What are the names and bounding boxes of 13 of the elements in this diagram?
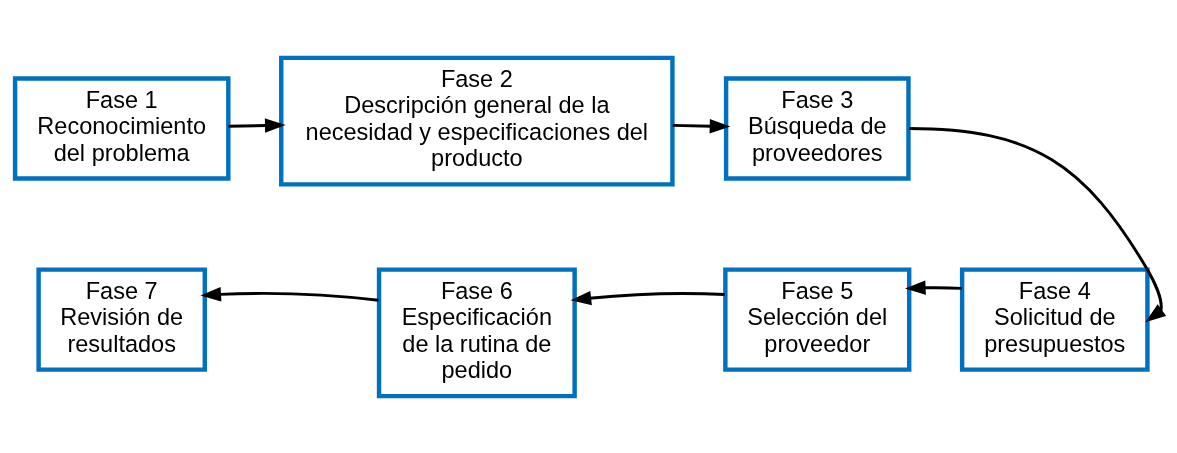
- arrow: [200, 286, 379, 302]
- node-box: Fase 1 Reconocimiento del problema: [12, 75, 231, 181]
- node-box: Fase 5 Selección del proveedor: [723, 266, 912, 372]
- arrow: [672, 118, 731, 133]
- node-box: Fase 7 Revisión de resultados: [36, 266, 207, 372]
- arrow: [909, 126, 1167, 322]
- arrow: [228, 117, 286, 133]
- node-box: Fase 4 Solicitud de presupuestos: [959, 266, 1150, 372]
- arrow: [570, 290, 725, 305]
- node-box: Fase 2 Descripción general de la necesidad y especificaciones del producto: [279, 55, 675, 187]
- arrow: [905, 280, 963, 295]
- node-box: Fase 3 Búsqueda de proveedores: [723, 75, 911, 181]
- node-box: Fase 6 Especificación de la rutina de pedido: [376, 266, 577, 398]
